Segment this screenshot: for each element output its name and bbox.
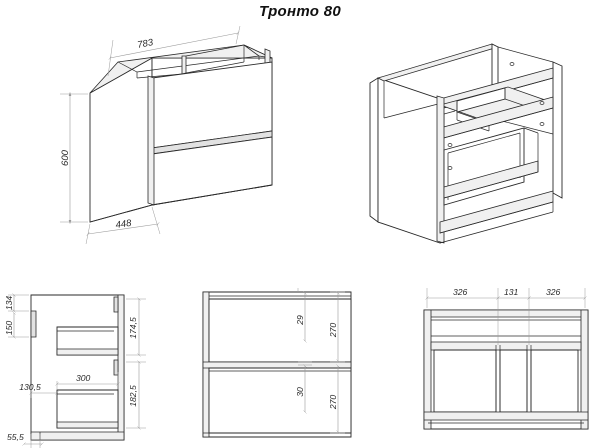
dim-label-326-right: 326 xyxy=(546,287,561,297)
dim-label-134: 134 xyxy=(4,296,14,311)
top-divider-panel xyxy=(181,55,187,75)
fixing-hole xyxy=(539,101,545,105)
lower-rail-tab xyxy=(113,359,119,376)
dim-label-29: 29 xyxy=(295,315,305,326)
right-back-post xyxy=(552,61,563,199)
view-isometric-closed-cabinet: 783 600 448 xyxy=(60,25,273,245)
fixing-hole xyxy=(539,122,545,126)
dim-label-783: 783 xyxy=(136,37,154,51)
dim-label-270-lower: 270 xyxy=(328,395,338,411)
upper-rail-tab xyxy=(113,296,119,313)
dim-label-131: 131 xyxy=(504,287,519,297)
page-title: Тронто 80 xyxy=(258,3,342,20)
fixing-hole xyxy=(509,62,515,66)
dim-label-55-5: 55,5 xyxy=(7,432,24,442)
section-upper-drawer-base xyxy=(56,348,119,356)
dim-label-30: 30 xyxy=(295,387,305,397)
back-top-edge xyxy=(376,43,500,82)
open-left-panel-edge xyxy=(369,77,379,223)
drawer-left-edge xyxy=(147,75,155,206)
dim-label-270-upper: 270 xyxy=(328,323,338,339)
dim-label-182-5: 182,5 xyxy=(128,385,138,407)
plan-left-wall xyxy=(423,309,432,430)
plan-bay-left xyxy=(433,349,497,413)
dim-label-600: 600 xyxy=(60,149,71,166)
section-bottom-plinth xyxy=(30,431,125,441)
dim-label-150: 150 xyxy=(4,321,14,336)
wall-bracket xyxy=(30,310,37,338)
dim-label-174-5: 174,5 xyxy=(128,317,138,339)
view-side-section: 134 150 174,5 300 130,5 182,5 xyxy=(4,293,146,448)
plan-bottom-rail xyxy=(423,411,589,421)
dim-label-326-left: 326 xyxy=(453,287,468,297)
plan-inner-top-rail xyxy=(430,341,582,351)
plan-bay-center xyxy=(499,349,528,413)
fixing-hole xyxy=(447,166,453,170)
elevation-gap-band xyxy=(202,361,352,369)
view-front-elevation: 29 270 30 270 xyxy=(202,288,352,438)
dim-label-130-5: 130,5 xyxy=(19,382,41,392)
plan-bay-right xyxy=(530,349,579,413)
front-left-post xyxy=(436,95,445,244)
dim-label-448: 448 xyxy=(115,218,133,231)
section-lower-drawer-base xyxy=(56,421,119,429)
open-left-panel xyxy=(377,77,441,244)
view-plan-top: 326 131 326 xyxy=(423,287,589,430)
plan-right-wall xyxy=(580,309,589,430)
view-isometric-internal-structure xyxy=(369,43,563,244)
section-right-wall xyxy=(117,294,125,441)
fixing-hole xyxy=(447,143,453,147)
dim-label-300: 300 xyxy=(76,373,91,383)
plan-top-rail xyxy=(423,309,589,318)
